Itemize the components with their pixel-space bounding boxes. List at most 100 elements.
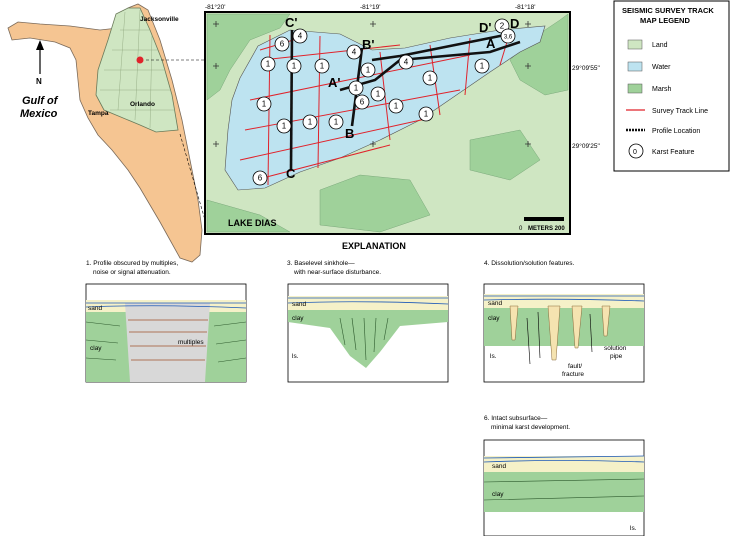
profile-line-cc [289, 29, 294, 171]
karst-feature-marker: 4 [398, 54, 414, 70]
panel-3: 4. Dissolution/solution features. sand c… [483, 260, 645, 383]
karst-feature-label: 6 [258, 174, 263, 183]
legend-label-karst: Karst Feature [652, 149, 695, 156]
karst-feature-marker: 1 [370, 86, 386, 102]
marsh-area [206, 13, 291, 101]
karst-feature-label: 1 [320, 62, 325, 71]
karst-feature-marker: 1 [418, 106, 434, 122]
karst-feature-label: 1 [376, 90, 381, 99]
karst-feature-label: 1 [334, 118, 339, 127]
marsh-area [206, 199, 291, 233]
study-site-marker [136, 56, 144, 64]
karst-feature-marker: 1 [276, 118, 292, 134]
florida-inset: Jacksonville Orlando Tampa N Gulf of Mex… [7, 3, 206, 263]
panel-3-label-pipe1: solution [604, 345, 627, 352]
karst-feature-label: 1 [292, 62, 297, 71]
karst-feature-marker: 6 [252, 170, 268, 186]
panel-4-caption-line2: minimal karst development. [491, 424, 570, 431]
karst-feature-marker: 1 [348, 80, 364, 96]
map-legend: SEISMIC SURVEY TRACK MAP LEGEND Land Wat… [613, 0, 730, 172]
karst-feature-marker: 1 [360, 62, 376, 78]
lat-label-2: 29°09'25" [572, 142, 601, 150]
profile-label-a-prime: A' [328, 75, 340, 90]
karst-feature-label: 1 [394, 102, 399, 111]
karst-feature-marker: 1 [388, 98, 404, 114]
karst-feature-label: 4 [404, 58, 409, 67]
karst-feature-label: 1 [308, 118, 313, 127]
profile-line-aa [339, 40, 521, 92]
legend-label-track: Survey Track Line [652, 108, 708, 115]
panel-2-label-clay: clay [292, 315, 304, 322]
profile-label-b: B [345, 126, 354, 141]
karst-feature-label: 1 [424, 110, 429, 119]
panel-3-caption-line1: 4. Dissolution/solution features. [484, 260, 575, 267]
city-label-jacksonville: Jacksonville [140, 16, 179, 23]
profile-label-d-prime: D' [479, 20, 491, 35]
panel-3-label-ls: ls. [490, 353, 497, 360]
karst-feature-label: 3,6 [504, 35, 513, 41]
karst-feature-label: 4 [298, 32, 303, 41]
lake-water [224, 25, 546, 191]
grid-crosses [213, 21, 531, 147]
panel-2-caption-line1: 3. Baselevel sinkhole— [287, 260, 355, 267]
karst-feature-label: 6 [280, 40, 285, 49]
karst-feature-marker: 3,6 [500, 28, 516, 44]
karst-feature-marker: 1 [286, 58, 302, 74]
panel-3-label-sand: sand [488, 300, 502, 307]
lon-label-1: -81°20' [205, 3, 225, 11]
profile-line-dd [371, 32, 511, 62]
karst-feature-marker: 1 [328, 114, 344, 130]
karst-feature-marker: 1 [474, 58, 490, 74]
panel-1-caption-line1: 1. Profile obscured by multiples, [86, 260, 178, 267]
explanation-title: EXPLANATION [342, 241, 406, 251]
panel-2-caption-line2: with near-surface disturbance. [293, 269, 381, 276]
karst-feature-label: 1 [480, 62, 485, 71]
panel-3-label-fault2: fracture [562, 371, 584, 378]
panel-4-label-sand: sand [492, 463, 506, 470]
panel-1-label-clay: clay [90, 345, 102, 352]
profile-label-a: A [486, 36, 496, 51]
panel-1: 1. Profile obscured by multiples, noise … [85, 260, 247, 383]
scale-zero-label: 0 [519, 226, 523, 232]
panel-1-label-sand: sand [88, 305, 102, 312]
legend-swatch-land [627, 39, 643, 50]
karst-feature-label: 2 [500, 22, 505, 31]
panel-4-label-ls: ls. [630, 525, 637, 532]
karst-feature-label: 6 [360, 98, 365, 107]
legend-title-line2: MAP LEGEND [640, 16, 690, 25]
panel-2-label-sand: sand [292, 301, 306, 308]
legend-title-line1: SEISMIC SURVEY TRACK [622, 6, 714, 15]
panel-4-caption-line1: 6. Intact subsurface— [484, 415, 548, 422]
city-label-tampa: Tampa [88, 110, 109, 117]
marsh-area [319, 174, 431, 233]
profile-label-d: D [510, 16, 519, 31]
karst-feature-marker: 6 [354, 94, 370, 110]
gulf-label-line1: Gulf of [22, 95, 59, 107]
legend-label-profile: Profile Location [652, 128, 700, 135]
karst-feature-marker: 1 [314, 58, 330, 74]
panel-1-label-multiples: multiples [178, 339, 204, 346]
north-label: N [36, 77, 42, 86]
karst-feature-label: 1 [366, 66, 371, 75]
karst-feature-marker: 6 [274, 36, 290, 52]
florida-state-shape [7, 3, 203, 263]
karst-feature-label: 1 [262, 100, 267, 109]
panel-3-label-clay: clay [488, 315, 500, 322]
legend-label-water: Water [652, 64, 671, 71]
karst-feature-label: 4 [352, 48, 357, 57]
karst-feature-marker: 1 [302, 114, 318, 130]
karst-feature-marker: 1 [256, 96, 272, 112]
karst-feature-marker: 1 [422, 70, 438, 86]
profile-label-c: C [286, 166, 296, 181]
lon-label-2: -81°19' [360, 3, 380, 11]
legend-swatch-karst [628, 143, 644, 159]
gulf-label-line2: Mexico [20, 108, 58, 120]
karst-feature-label: 1 [282, 122, 287, 131]
karst-feature-marker: 1 [260, 56, 276, 72]
panel-3-label-fault1: fault/ [568, 363, 582, 370]
panel-2: 3. Baselevel sinkhole— with near-surface… [287, 260, 449, 383]
panel-1-caption-line2: noise or signal attenuation. [93, 269, 171, 276]
